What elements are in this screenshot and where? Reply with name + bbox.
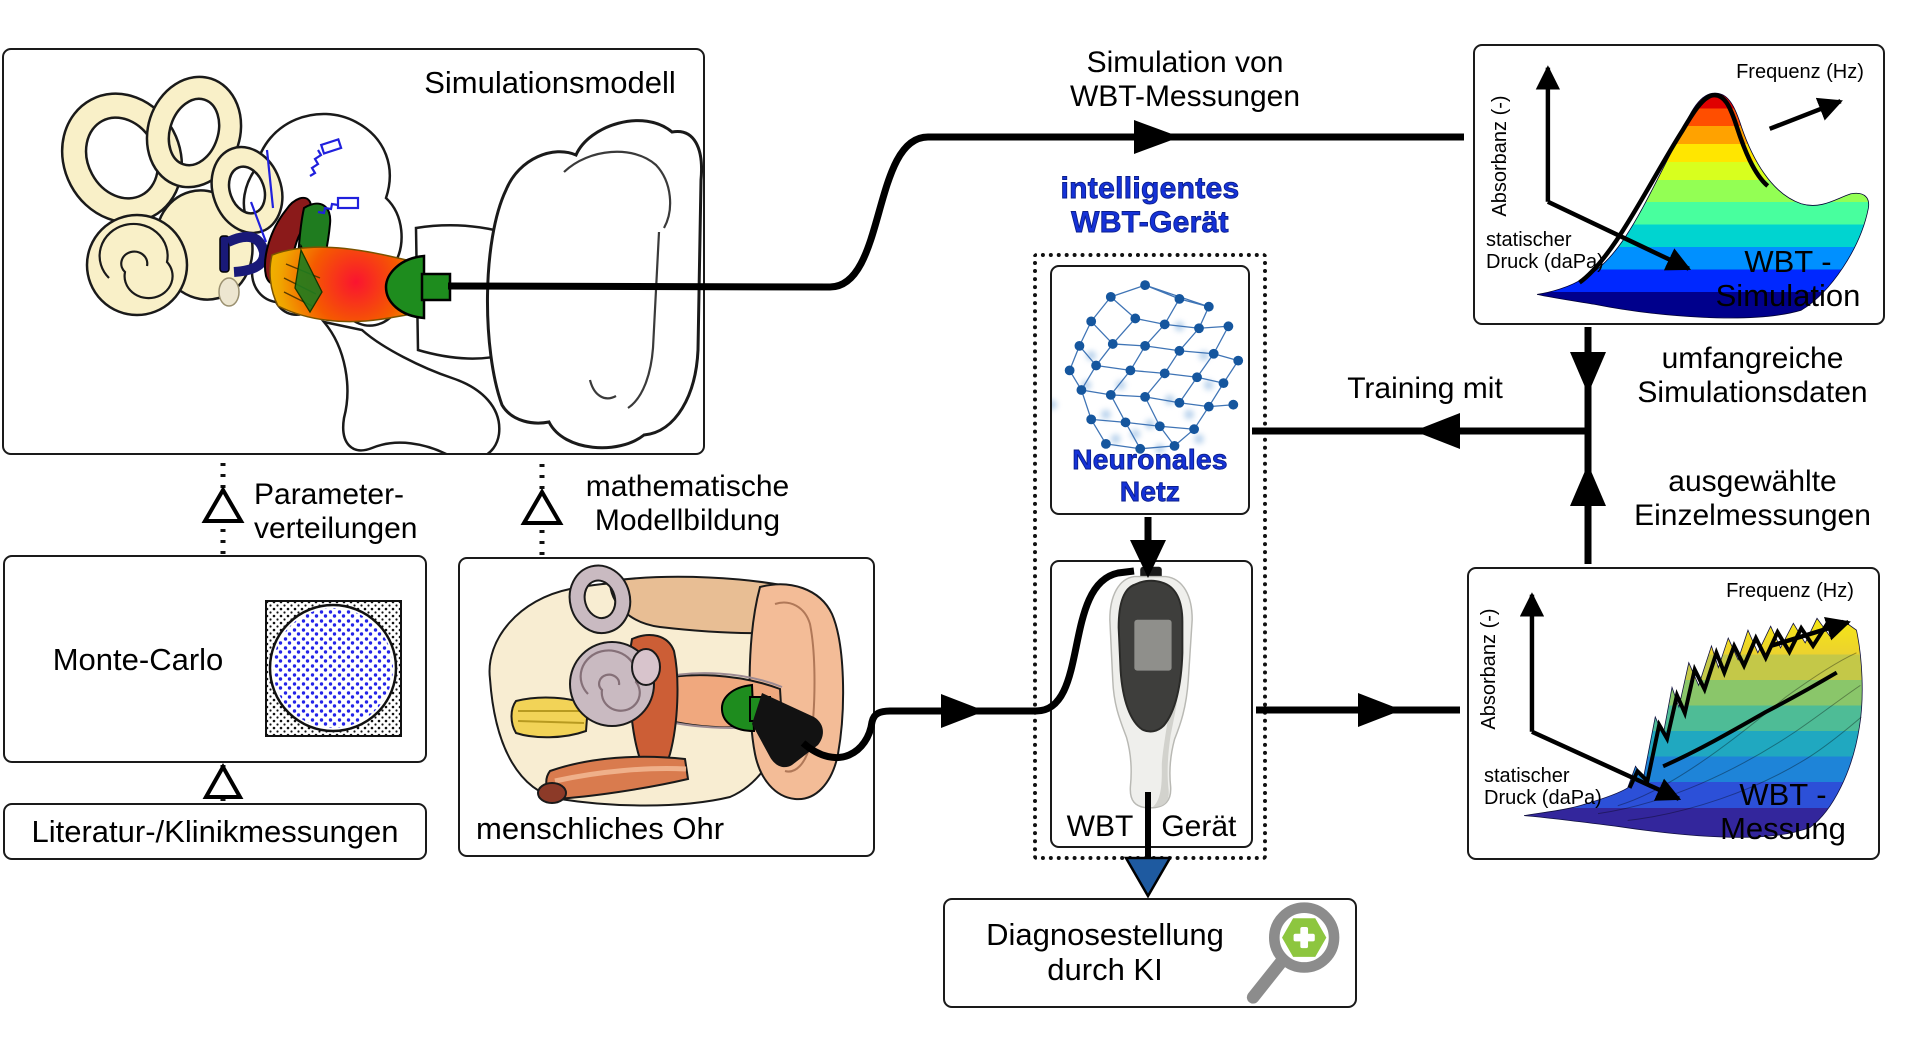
bone-prong bbox=[320, 320, 501, 453]
monte-carlo-label: Monte-Carlo bbox=[52, 642, 224, 677]
edge-label-training-mit: Training mit bbox=[1347, 372, 1503, 405]
arrowhead-device-to-messung bbox=[1358, 693, 1402, 727]
pinna-lobe-line bbox=[588, 379, 617, 400]
eustachian-inner bbox=[554, 766, 687, 784]
edge-label-parameter: Parameter- verteilungen bbox=[254, 478, 418, 545]
arrowhead-model-to-simulation bbox=[1134, 120, 1180, 154]
mess-axis-druck: statischer Druck (daPa) bbox=[1484, 765, 1602, 810]
mess-plot-title: WBT - Messung bbox=[1720, 776, 1846, 846]
wbt-device-label-left: WBT bbox=[1066, 810, 1134, 843]
network-nodes bbox=[1064, 280, 1244, 454]
hollow-arrow-literatur bbox=[202, 762, 244, 799]
hollow-arrow-modellbildung bbox=[520, 488, 564, 525]
mess-axis-frequenz: Frequenz (Hz) bbox=[1726, 580, 1854, 602]
device-screen bbox=[1134, 619, 1172, 671]
monte-carlo-box: Monte-Carlo bbox=[3, 555, 427, 763]
wbt-device-label: WBT Gerät bbox=[1052, 810, 1251, 844]
sim-axis-druck: statischer Druck (daPa) bbox=[1486, 229, 1604, 274]
edge-label-umfangreiche: umfangreiche Simulationsdaten bbox=[1637, 342, 1868, 409]
arrowhead-ear-to-device bbox=[941, 694, 985, 728]
simulation-surface bbox=[1536, 92, 1870, 319]
cochlea-spiral bbox=[98, 222, 174, 300]
network-edges bbox=[1069, 284, 1239, 450]
wbt-device-label-right: Gerät bbox=[1161, 810, 1237, 843]
neural-net-box: Neuronales Netz bbox=[1050, 265, 1250, 515]
plot-axes bbox=[1535, 65, 1843, 271]
hollow-arrow-parameter bbox=[201, 486, 245, 523]
literatur-box: Literatur-/Klinikmessungen bbox=[3, 803, 427, 860]
sim-axis-absorbanz: Absorbanz (-) bbox=[1489, 95, 1511, 217]
arrowhead-training-left bbox=[1414, 413, 1460, 449]
diagnose-label: Diagnosestellung durch KI bbox=[986, 917, 1224, 987]
magnifier-handle bbox=[1246, 953, 1290, 1004]
sim-plot-title: WBT - Simulation bbox=[1715, 243, 1861, 313]
probe-plug-dome bbox=[384, 254, 426, 320]
wbt-device-illustration bbox=[1109, 566, 1193, 809]
wbt-simulation-box: Frequenz (Hz) Absorbanz (-) statischer D… bbox=[1473, 44, 1885, 325]
probe-tip bbox=[720, 683, 756, 733]
edge-label-ausgewaehlte: ausgewählte Einzelmessungen bbox=[1634, 465, 1871, 532]
labyrinth-gray bbox=[568, 564, 661, 727]
simulationsmodell-label: Simulationsmodell bbox=[424, 65, 676, 100]
wbt-measurement-surface-plot bbox=[1519, 592, 1863, 838]
probe-plug-nub bbox=[420, 272, 452, 302]
mess-axis-absorbanz: Absorbanz (-) bbox=[1478, 608, 1500, 730]
neural-net-label: Neuronales Netz bbox=[1072, 444, 1228, 507]
menschliches-ohr-label: menschliches Ohr bbox=[476, 811, 725, 847]
neural-network-icon bbox=[1052, 280, 1244, 454]
wbt-simulation-surface-plot bbox=[1535, 65, 1870, 319]
simulationsmodell-box: Simulationsmodell bbox=[2, 48, 705, 455]
menschliches-ohr-box: menschliches Ohr bbox=[458, 557, 875, 857]
diagnose-box: Diagnosestellung durch KI bbox=[943, 898, 1357, 1008]
surface-curve bbox=[1578, 93, 1770, 285]
wbt-device-box: WBT Gerät bbox=[1050, 560, 1253, 848]
edge-label-mathematische: mathematische Modellbildung bbox=[585, 470, 790, 537]
magnifier-plus bbox=[1293, 926, 1315, 949]
drum-green-wedge bbox=[294, 247, 323, 314]
stapes-footplate bbox=[219, 235, 230, 273]
literatur-label: Literatur-/Klinikmessungen bbox=[31, 813, 399, 849]
stapes-arch bbox=[225, 231, 270, 277]
sim-axis-frequenz: Frequenz (Hz) bbox=[1736, 61, 1864, 83]
wbt-messung-box: Frequenz (Hz) Absorbanz (-) statischer D… bbox=[1467, 567, 1880, 860]
magnifier-icon bbox=[1246, 902, 1340, 1004]
intelligent-device-label: intelligentes WBT-Gerät bbox=[1060, 172, 1240, 239]
nerve-streaks bbox=[517, 710, 585, 724]
ear-model-illustration bbox=[60, 75, 703, 453]
measurement-surface bbox=[1524, 617, 1863, 838]
round-window bbox=[218, 277, 240, 307]
circuit-symbols bbox=[249, 138, 360, 243]
monte-carlo-sampling-icon bbox=[265, 600, 402, 737]
arrowhead-device-to-diagnose-blue bbox=[1123, 856, 1173, 899]
tube-end bbox=[537, 782, 567, 804]
nerve-bundle bbox=[510, 696, 590, 739]
plot-axes bbox=[1519, 592, 1851, 801]
edge-label-simulation-von: Simulation von WBT-Messungen bbox=[1069, 46, 1301, 113]
pinna-outline bbox=[485, 119, 703, 450]
semicircular-canal-2 bbox=[145, 75, 243, 189]
